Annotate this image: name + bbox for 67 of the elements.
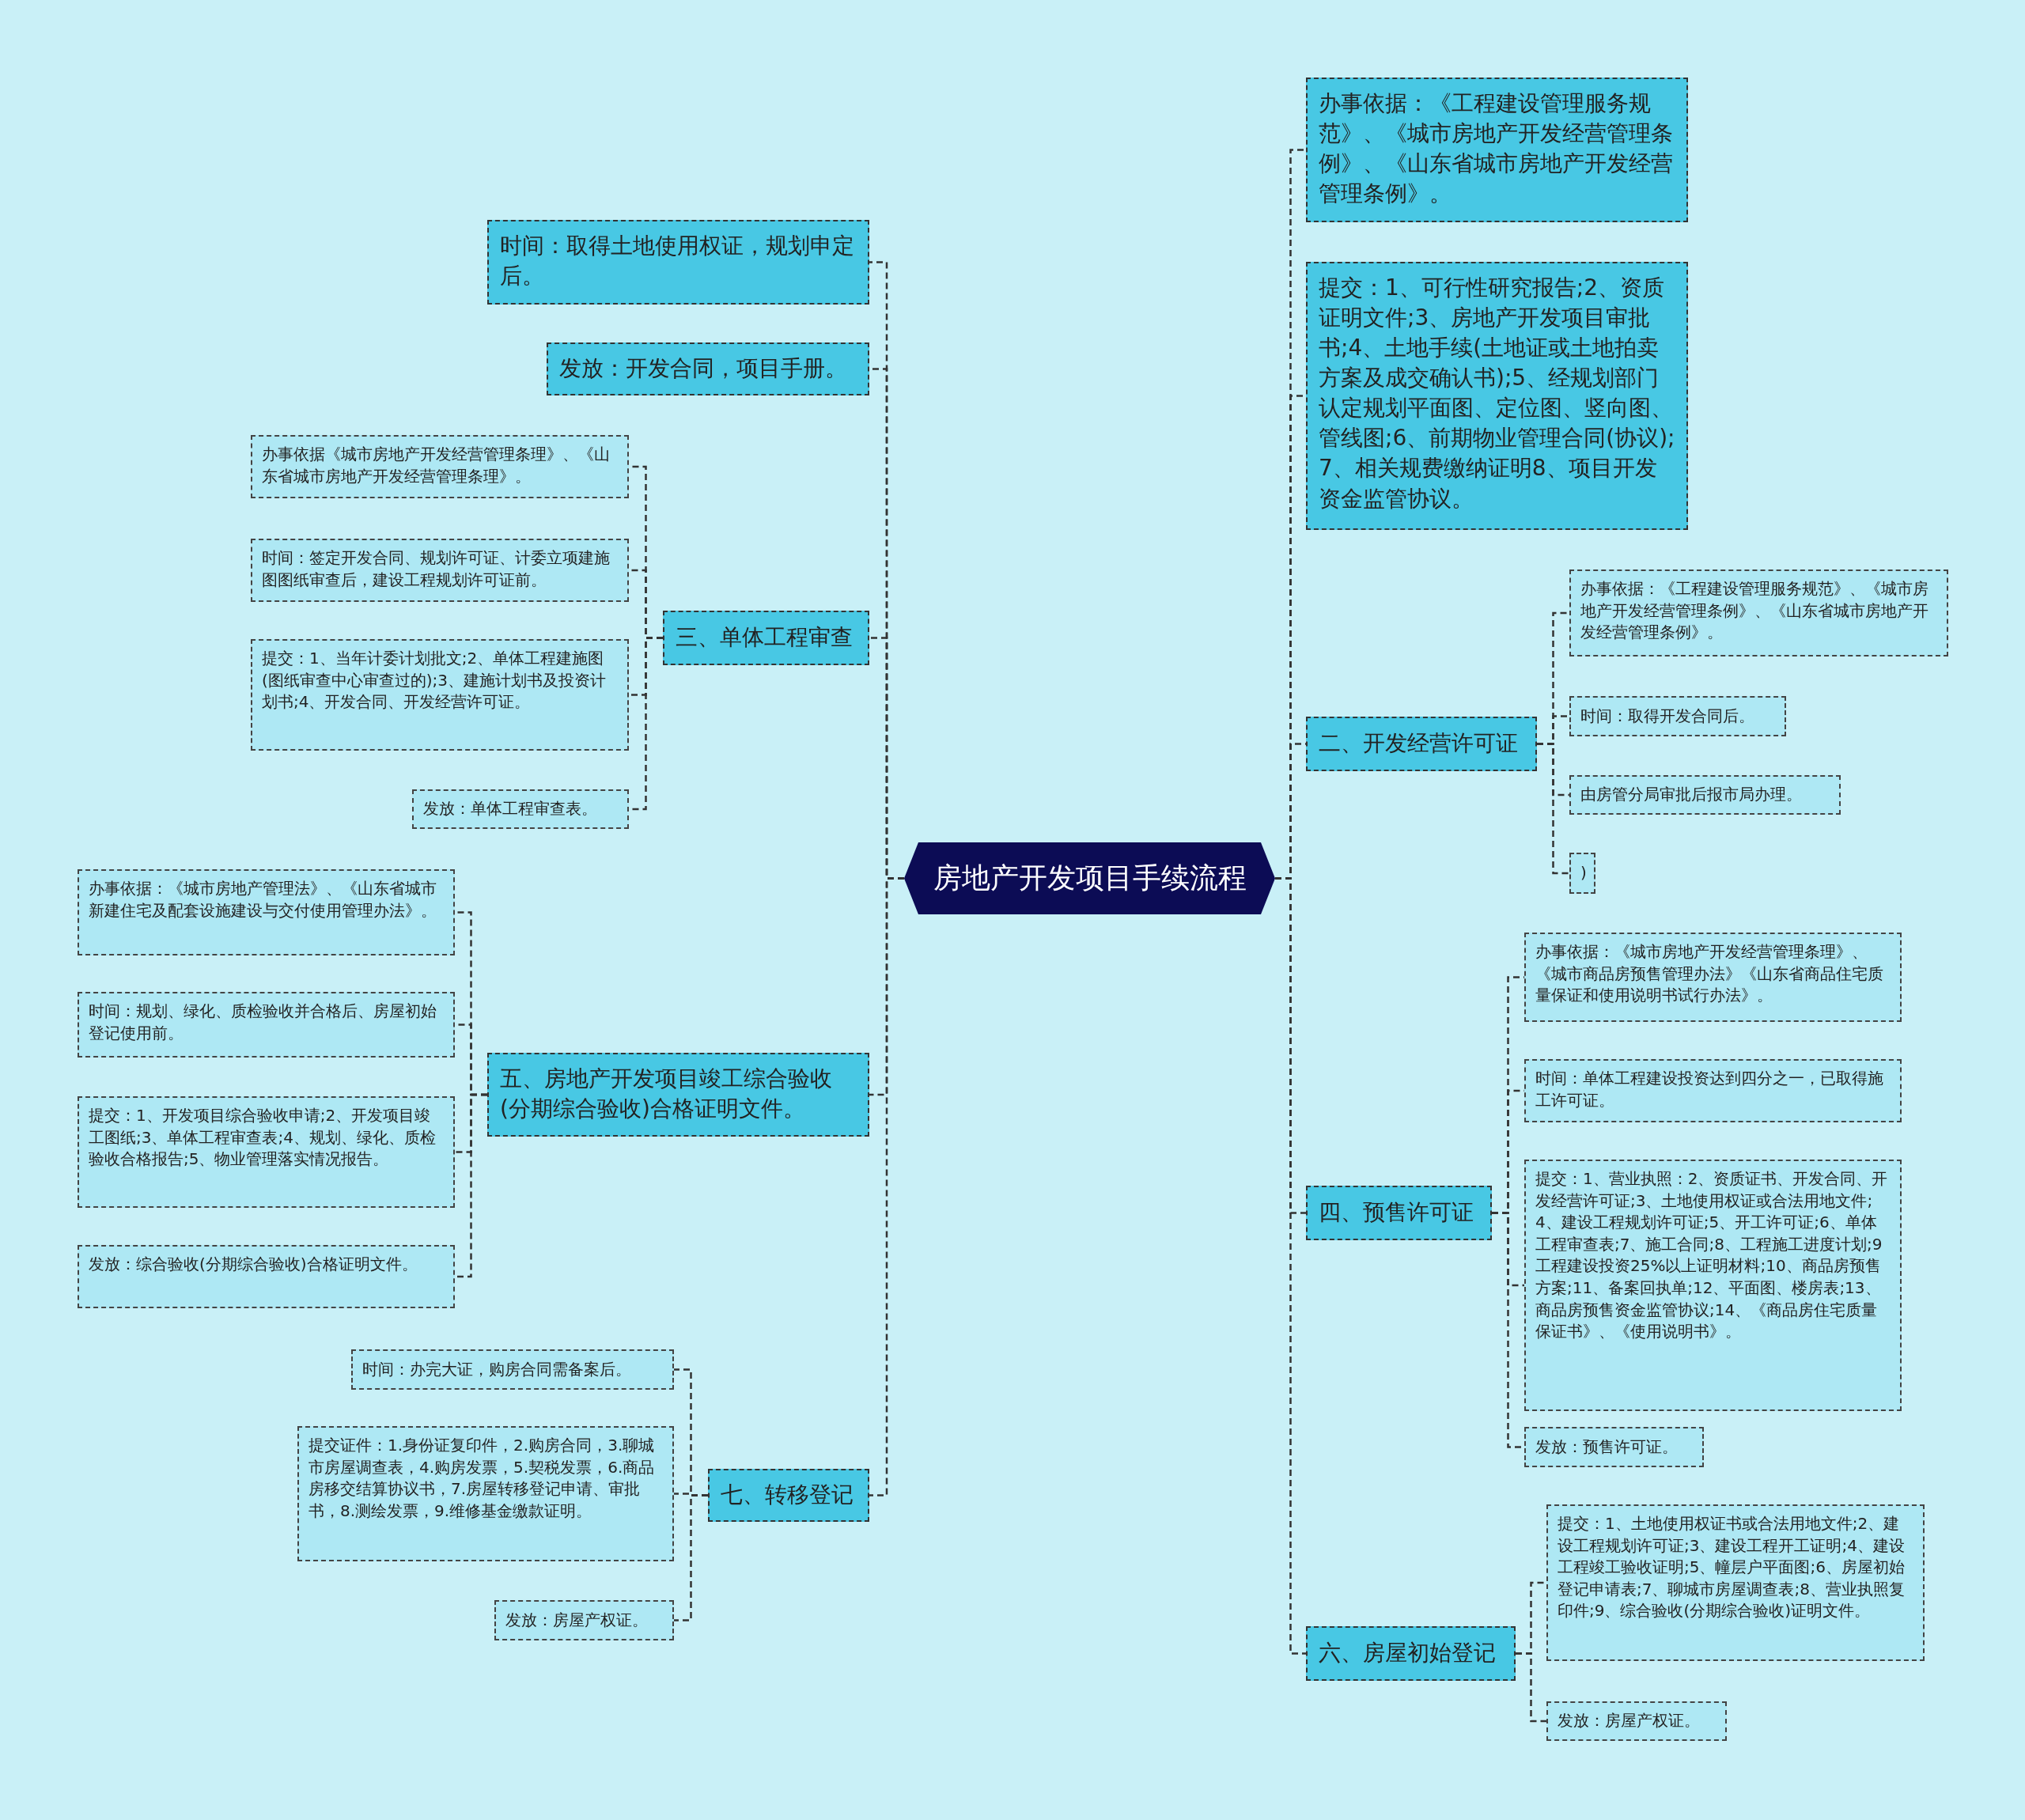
detail-topic-box — [78, 1245, 455, 1308]
topic-text: 时间：取得土地使用权证，规划申定后。 — [500, 232, 855, 291]
topic-text: 四、预售许可证 — [1319, 1198, 1474, 1228]
connector-line — [1537, 743, 1569, 875]
topic-text: 办事依据《城市房地产开发经营管理条理》、《山东省城市房地产开发经营管理条理》。 — [262, 444, 611, 487]
detail-topic-box — [1569, 775, 1841, 815]
connector-line — [674, 1494, 708, 1621]
topic-text: 提交：1、营业执照：2、资质证书、开发合同、开发经营许可证;3、土地使用权证或合法用地文件;4、建设工程规划许可证;5、开工许可证;6、单体工程审查表;7、施工合同;8、工程施工进度计划;9工程建设投资25%以上证明材料;10、商品房预售方案;11、备案回执单;12、平面图、楼房表;13、商品房预售资金监管协议;14、《商品房住宅质量保证书》、《使用说明书》。 — [1535, 1168, 1889, 1343]
topic-text: 时间：规划、绿化、质检验收并合格后、房屋初始登记使用前。 — [89, 1001, 437, 1044]
branch-topic-box — [1306, 78, 1688, 222]
topic-text: 办事依据：《城市房地产开发经营管理条理》、《城市商品房预售管理办法》《山东省商品住宅质量保证和使用说明书试行办法》。 — [1535, 941, 1884, 1007]
topic-text: 提交：1、土地使用权证书或合法用地文件;2、建设工程规划许可证;3、建设工程开工证明;4、建设工程竣工验收证明;5、幢层户平面图;6、房屋初始登记申请表;7、聊城市房屋调查表;8、营业执照复印件;9、综合验收(分期综合验收)证明文件。 — [1558, 1513, 1906, 1622]
topic-text: 由房管分局审批后报市局办理。 — [1580, 784, 1802, 806]
topic-text: 发放：单体工程审查表。 — [423, 798, 597, 820]
branch-topic-box — [663, 611, 869, 665]
topic-text: 时间：单体工程建设投资达到四分之一，已取得施工许可证。 — [1535, 1068, 1884, 1111]
detail-topic-box — [1569, 696, 1786, 736]
topic-text: ) — [1580, 862, 1587, 884]
branch-topic-box — [487, 220, 869, 305]
detail-topic-box — [251, 539, 629, 602]
detail-topic-box — [251, 435, 629, 498]
detail-topic-box — [1524, 1160, 1902, 1411]
branch-topic-box — [1306, 1186, 1492, 1240]
connector-line — [455, 1093, 487, 1278]
topic-text: 提交：1、当年计委计划批文;2、单体工程建施图(图纸审查中心审查过的);3、建施计划书及投资计划书;4、开发合同、开发经营许可证。 — [262, 648, 608, 713]
branch-topic-box — [487, 1053, 869, 1137]
branch-topic-box — [1306, 1626, 1516, 1681]
detail-topic-box — [1524, 1059, 1902, 1122]
topic-text: 办事依据：《工程建设管理服务规范》、《城市房地产开发经营管理条例》、《山东省城市房地产开发经营管理条例》。 — [1319, 89, 1674, 209]
detail-topic-box — [1524, 933, 1902, 1022]
topic-text: 五、房地产开发项目竣工综合验收(分期综合验收)合格证明文件。 — [500, 1065, 833, 1124]
topic-text: 时间：办完大证，购房合同需备案后。 — [362, 1358, 631, 1380]
branch-topic-box — [1306, 262, 1688, 530]
detail-topic-box — [494, 1600, 674, 1640]
detail-topic-box — [251, 639, 629, 751]
topic-text: 二、开发经营许可证 — [1319, 729, 1518, 759]
detail-topic-box — [78, 992, 455, 1058]
topic-text: 办事依据：《工程建设管理服务规范》、《城市房地产开发经营管理条例》、《山东省城市房地产开发经营管理条例》。 — [1580, 578, 1929, 644]
topic-text: 提交：1、可行性研究报告;2、资质证明文件;3、房地产开发项目审批书;4、土地手续(土地证或土地拍卖方案及成交确认书);5、经规划部门认定规划平面图、定位图、竖向图、管线图;6、前期物业管理合同(协议);7、相关规费缴纳证明8、项目开发资金监管协议。 — [1319, 274, 1675, 513]
detail-topic-box — [1524, 1427, 1704, 1467]
topic-text: 时间：签定开发合同、规划许可证、计委立项建施图图纸审查后，建设工程规划许可证前。 — [262, 547, 611, 591]
branch-topic-box — [547, 342, 869, 395]
detail-topic-box — [1569, 569, 1948, 656]
detail-topic-box — [78, 1096, 455, 1208]
topic-text: 三、单体工程审查 — [676, 623, 853, 653]
detail-topic-box — [78, 869, 455, 955]
detail-topic-box — [297, 1426, 674, 1561]
topic-text: 七、转移登记 — [721, 1481, 854, 1510]
branch-topic-box — [1306, 717, 1537, 771]
detail-topic-box — [351, 1349, 674, 1390]
connector-line — [1516, 1652, 1546, 1723]
topic-text: 六、房屋初始登记 — [1319, 1639, 1496, 1668]
topic-text: 提交：1、开发项目综合验收申请;2、开发项目竣工图纸;3、单体工程审查表;4、规划、绿化、质检验收合格报告;5、物业管理落实情况报告。 — [89, 1105, 437, 1171]
detail-topic-box — [1569, 853, 1595, 894]
topic-text: 房地产开发项目手续流程 — [933, 861, 1247, 895]
detail-topic-box — [1546, 1504, 1925, 1661]
detail-topic-box — [1546, 1701, 1727, 1741]
topic-text: 发放：开发合同，项目手册。 — [559, 354, 847, 384]
topic-text: 发放：综合验收(分期综合验收)合格证明文件。 — [89, 1254, 418, 1275]
topic-text: 提交证件：1.身份证复印件，2.购房合同，3.聊城市房屋调查表，4.购房发票，5.契税发票，6.商品房移交结算协议书，7.房屋转移登记申请、审批书，8.测绘发票，9.维修基金缴款证明。 — [308, 1435, 656, 1522]
topic-text: 发放：房屋产权证。 — [1558, 1710, 1700, 1731]
branch-topic-box — [708, 1469, 869, 1522]
topic-text: 发放：房屋产权证。 — [505, 1609, 648, 1631]
topic-text: 办事依据：《城市房地产管理法》、《山东省城市新建住宅及配套设施建设与交付使用管理办法》。 — [89, 878, 437, 921]
detail-topic-box — [412, 789, 629, 829]
topic-text: 时间：取得开发合同后。 — [1580, 705, 1754, 727]
topic-text: 发放：预售许可证。 — [1535, 1436, 1678, 1458]
